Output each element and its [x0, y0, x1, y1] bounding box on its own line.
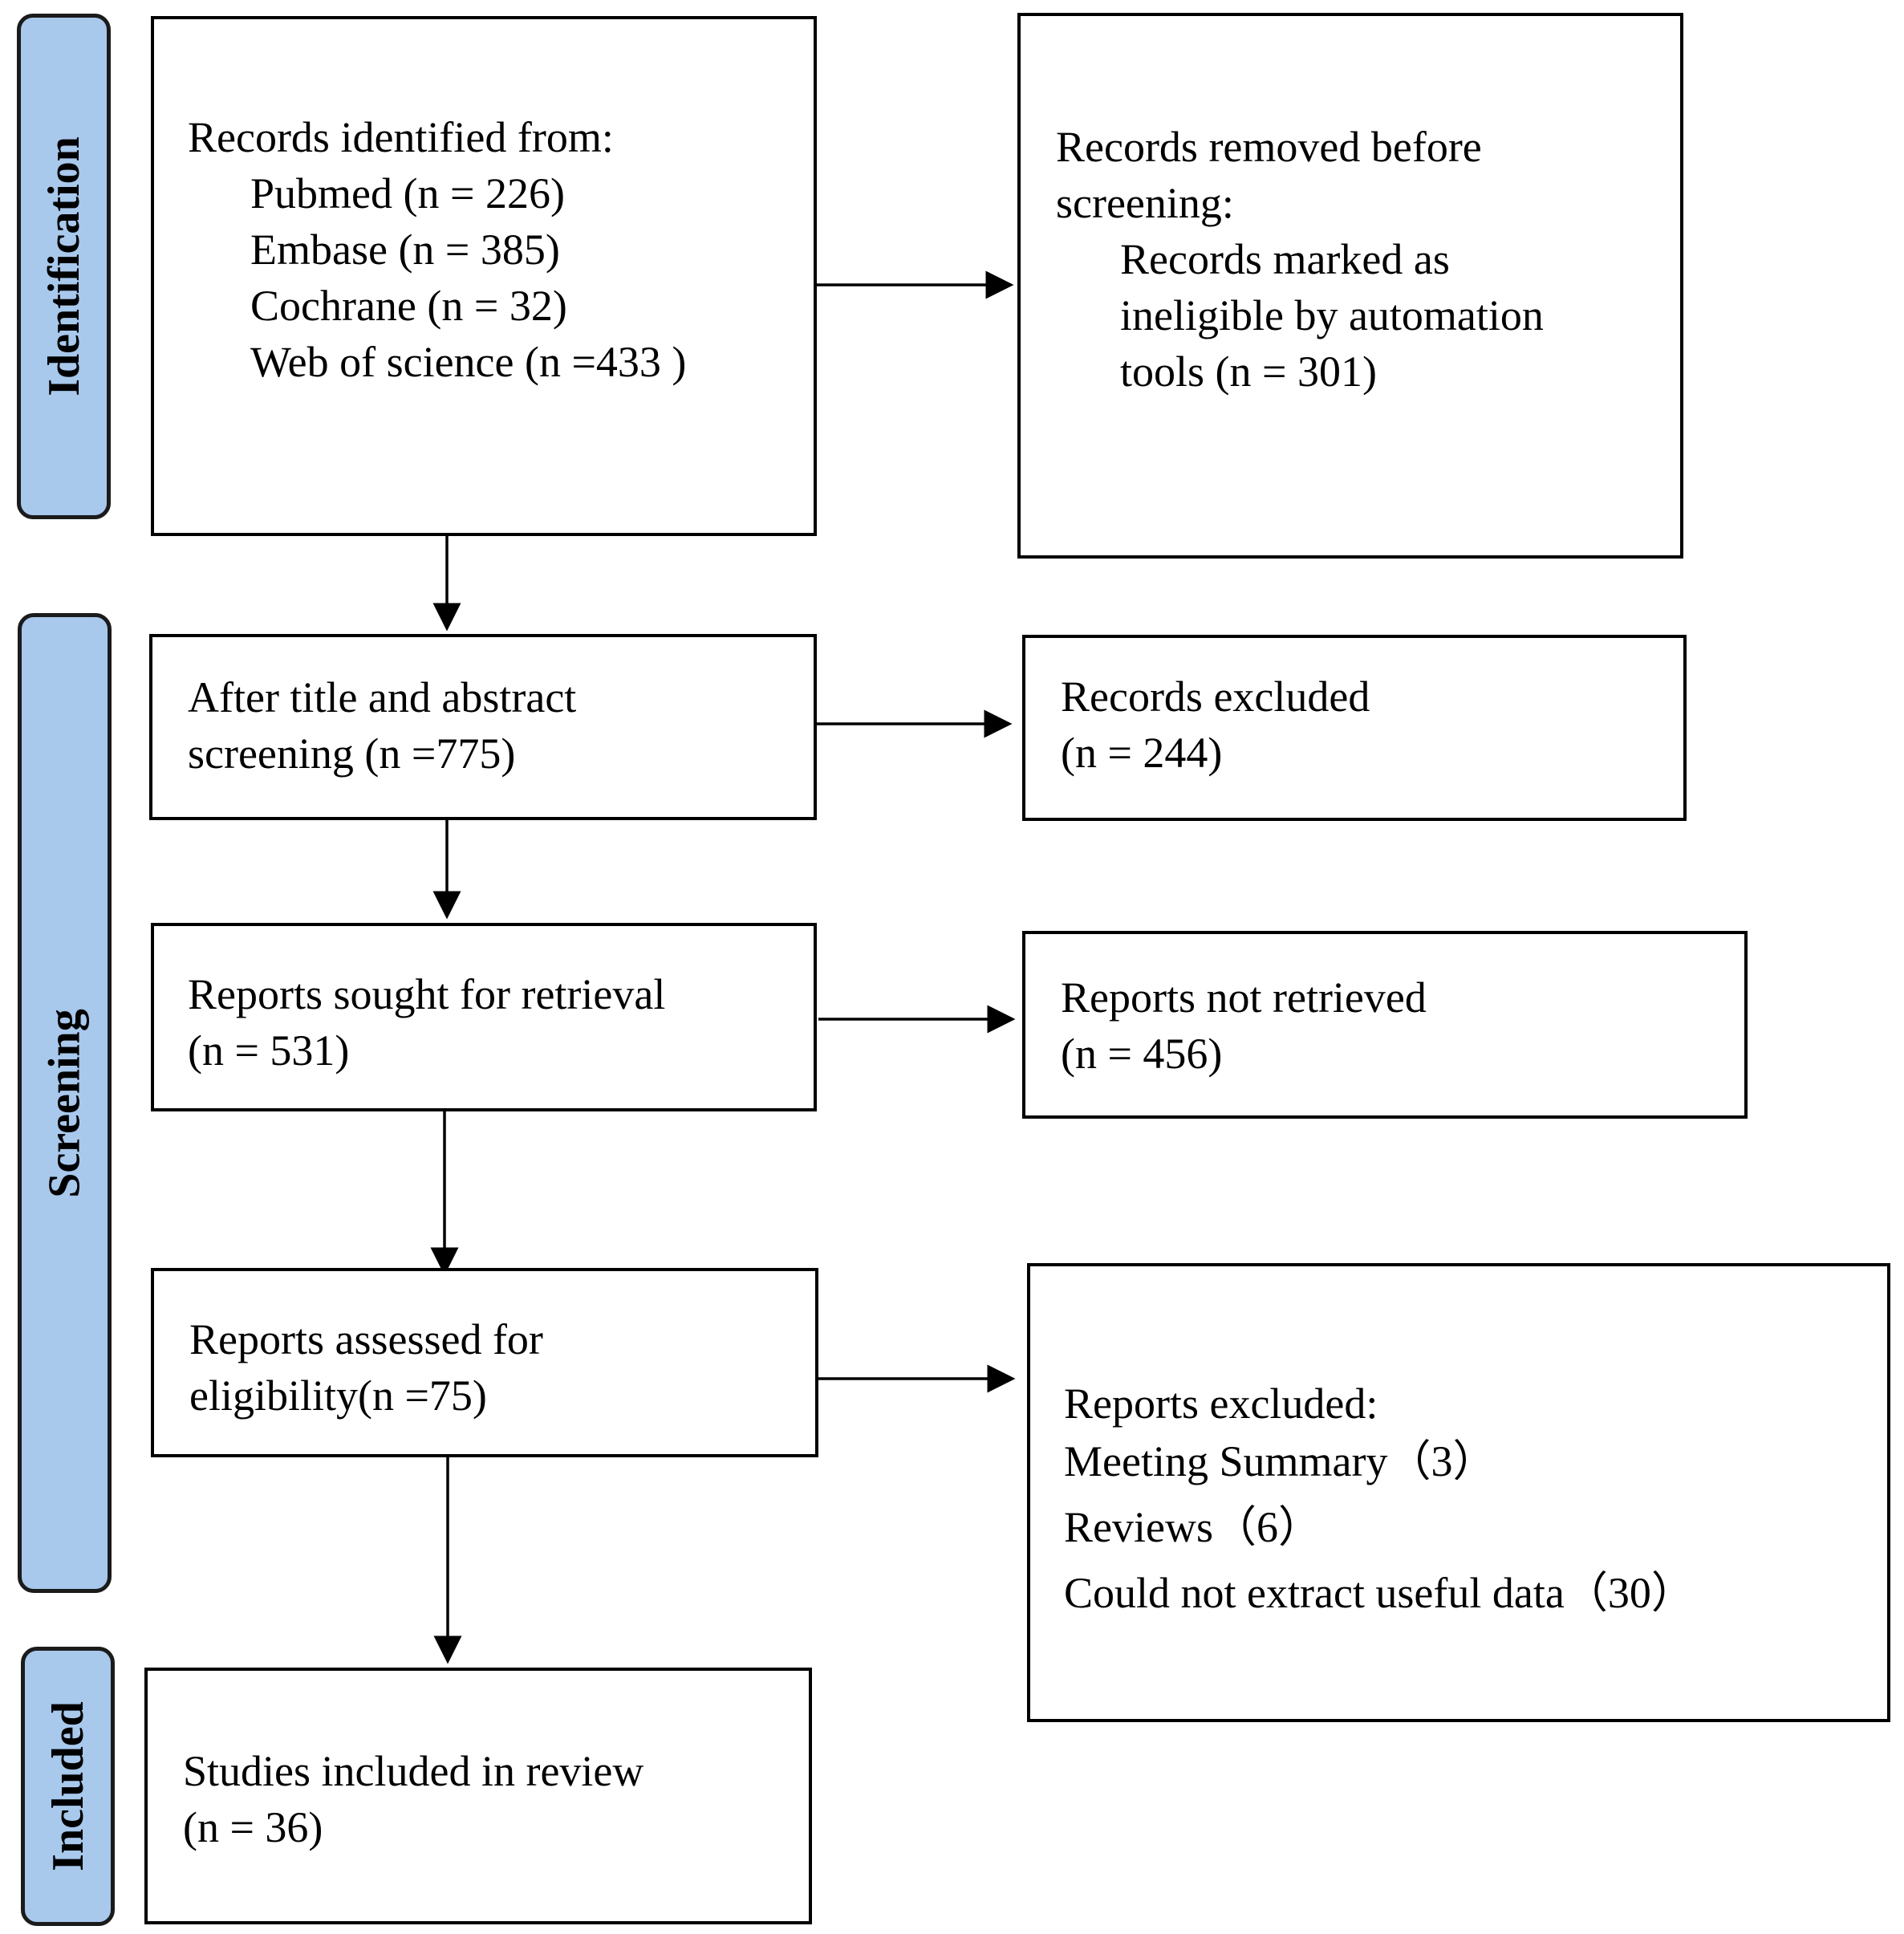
- reports-not-retrieved-line1: Reports not retrieved: [1061, 973, 1427, 1022]
- records-identified-heading: Records identified from:: [188, 113, 614, 161]
- reports-excluded-heading: Reports excluded:: [1064, 1379, 1378, 1428]
- studies-included-line2: (n = 36): [183, 1803, 323, 1851]
- reports-not-retrieved-line2: (n = 456): [1061, 1030, 1223, 1078]
- records-removed-heading-line2: screening:: [1056, 179, 1234, 227]
- reports-assessed-line2: eligibility(n =75): [189, 1371, 487, 1420]
- studies-included-line1: Studies included in review: [183, 1747, 644, 1795]
- phase-identification: Identification: [17, 14, 111, 519]
- source-web-of-science: Web of science (n =433 ): [250, 338, 687, 386]
- phase-included: Included: [21, 1647, 115, 1926]
- source-pubmed: Pubmed (n = 226): [250, 169, 565, 217]
- reports-assessed-line1: Reports assessed for: [189, 1315, 543, 1363]
- records-removed-detail-line1: Records marked as: [1120, 235, 1450, 283]
- reports-not-retrieved-box: Reports not retrieved (n = 456): [1022, 931, 1748, 1119]
- after-screening-line2: screening (n =775): [188, 729, 516, 778]
- source-cochrane: Cochrane (n = 32): [250, 282, 567, 330]
- reports-sought-line1: Reports sought for retrieval: [188, 970, 666, 1018]
- records-removed-detail-line3: tools (n = 301): [1120, 347, 1377, 396]
- reports-assessed-box: Reports assessed for eligibility(n =75): [151, 1268, 818, 1457]
- reports-excluded-box: Reports excluded: Meeting Summary（3） Rev…: [1027, 1263, 1890, 1722]
- records-identified-box: Records identified from: Pubmed (n = 226…: [151, 16, 817, 536]
- after-screening-box: After title and abstract screening (n =7…: [149, 634, 817, 820]
- after-screening-line1: After title and abstract: [188, 673, 577, 721]
- records-excluded-line2: (n = 244): [1061, 729, 1223, 777]
- reports-excluded-reason-no-data: Could not extract useful data（30）: [1064, 1569, 1695, 1617]
- reports-sought-box: Reports sought for retrieval (n = 531): [151, 923, 817, 1111]
- records-removed-detail-line2: ineligible by automation: [1120, 291, 1544, 339]
- phase-screening: Screening: [18, 613, 112, 1593]
- reports-excluded-reason-meeting-summary: Meeting Summary（3）: [1064, 1437, 1496, 1485]
- source-embase: Embase (n = 385): [250, 225, 560, 274]
- records-excluded-box: Records excluded (n = 244): [1022, 635, 1687, 821]
- records-removed-heading-line1: Records removed before: [1056, 123, 1482, 171]
- records-removed-box: Records removed before screening: Record…: [1017, 13, 1683, 559]
- reports-excluded-reason-reviews: Reviews（6）: [1064, 1503, 1321, 1551]
- records-excluded-line1: Records excluded: [1061, 672, 1370, 721]
- reports-sought-line2: (n = 531): [188, 1026, 350, 1075]
- studies-included-box: Studies included in review (n = 36): [144, 1668, 812, 1924]
